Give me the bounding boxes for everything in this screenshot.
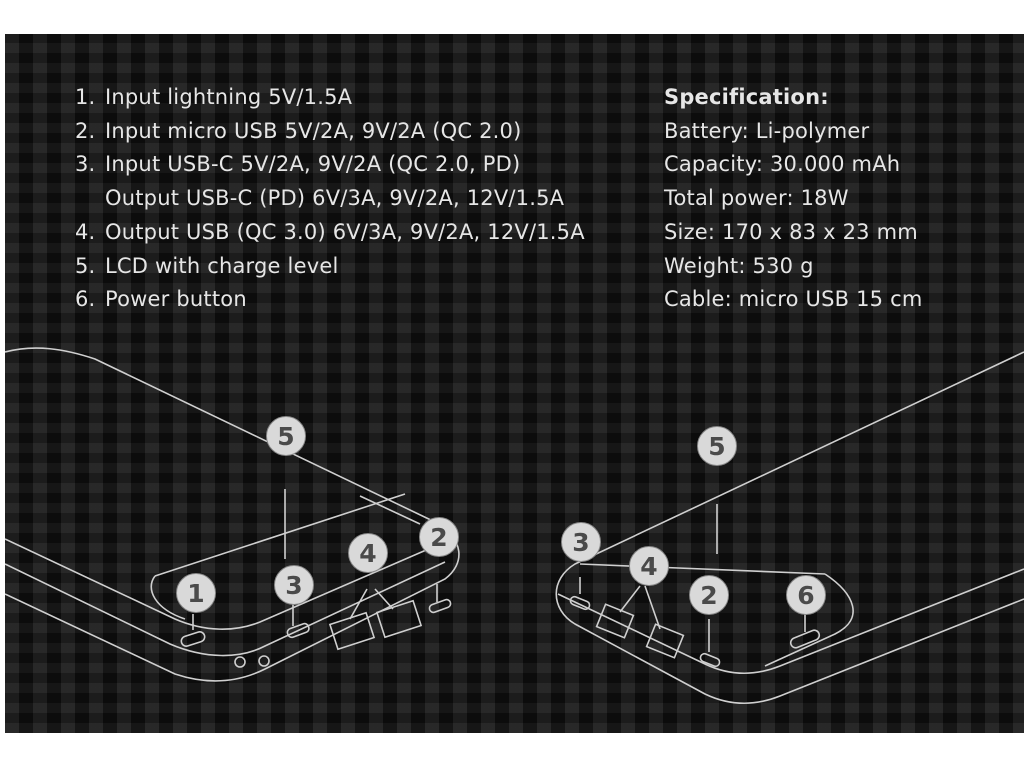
- callout-4: 4: [629, 546, 669, 586]
- feature-number: 1.: [75, 85, 96, 109]
- feature-number: 5.: [75, 253, 96, 278]
- left-powerbank-outline: [5, 347, 460, 682]
- feature-item: 3. Input USB-C 5V/2A, 9V/2A (QC 2.0, PD): [75, 148, 585, 182]
- spec-line: Total power: 18W: [664, 186, 849, 211]
- feature-list: 1. Input lightning 5V/1.5A 2. Input micro …: [75, 81, 585, 317]
- product-infographic: 1. Input lightning 5V/1.5A 2. Input micro …: [5, 34, 1024, 733]
- specification-list: Specification: Battery: Li-polymer Capac…: [664, 81, 922, 317]
- callout-1: 1: [176, 573, 216, 613]
- spec-line: Weight: 530 g: [664, 253, 814, 278]
- feature-item: 5. LCD with charge level: [75, 250, 585, 284]
- feature-text: Power button: [105, 287, 247, 312]
- callout-3: 3: [561, 522, 601, 562]
- feature-text: Output USB (QC 3.0) 6V/3A, 9V/2A, 12V/1.…: [105, 219, 585, 244]
- callout-6: 6: [786, 575, 826, 615]
- feature-item: Output USB-C (PD) 6V/3A, 9V/2A, 12V/1.5A: [75, 182, 585, 216]
- feature-item: 6. Power button: [75, 283, 585, 317]
- feature-text: Output USB-C (PD) 6V/3A, 9V/2A, 12V/1.5A: [105, 186, 565, 211]
- callout-3: 3: [274, 565, 314, 605]
- spec-line: Cable: micro USB 15 cm: [664, 287, 923, 312]
- spec-title: Specification:: [664, 85, 829, 109]
- feature-item: 2. Input micro USB 5V/2A, 9V/2A (QC 2.0): [75, 115, 585, 149]
- feature-item: 4. Output USB (QC 3.0) 6V/3A, 9V/2A, 12V/…: [75, 216, 585, 250]
- callout-5: 5: [697, 426, 737, 466]
- feature-number: 6.: [75, 287, 96, 312]
- feature-number: [75, 182, 105, 216]
- feature-text: Input USB-C 5V/2A, 9V/2A (QC 2.0, PD): [105, 152, 521, 177]
- callout-2: 2: [419, 517, 459, 557]
- feature-text: Input micro USB 5V/2A, 9V/2A (QC 2.0): [105, 118, 522, 143]
- feature-text: LCD with charge level: [105, 253, 339, 278]
- spec-line: Battery: Li-polymer: [664, 118, 870, 143]
- spec-line: Size: 170 x 83 x 23 mm: [664, 219, 918, 244]
- feature-number: 3.: [75, 152, 96, 177]
- feature-text: Input lightning 5V/1.5A: [105, 85, 353, 109]
- feature-number: 2.: [75, 118, 96, 143]
- callout-5: 5: [266, 416, 306, 456]
- right-powerbank-outline: [555, 351, 1024, 705]
- powerbank-outline-drawing: [5, 347, 1024, 705]
- spec-line: Capacity: 30.000 mAh: [664, 152, 901, 177]
- callout-4: 4: [348, 533, 388, 573]
- feature-number: 4.: [75, 219, 96, 244]
- feature-item: 1. Input lightning 5V/1.5A: [75, 81, 585, 115]
- callout-2: 2: [689, 575, 729, 615]
